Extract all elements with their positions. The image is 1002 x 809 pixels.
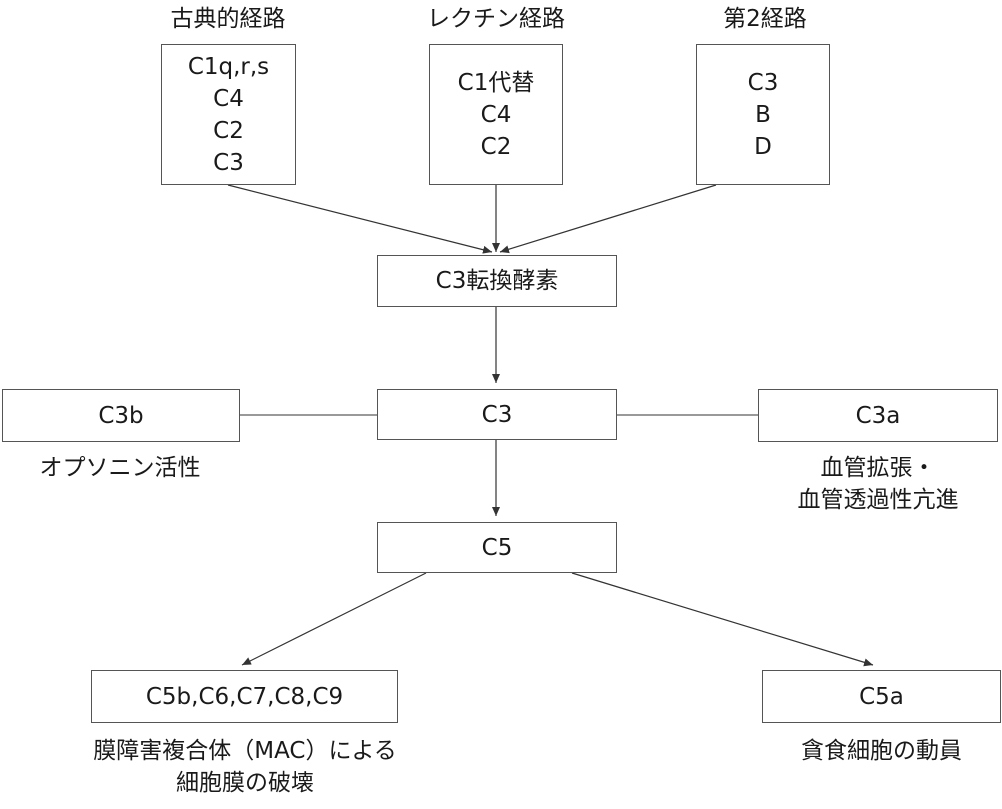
c5-label: C5 [481, 534, 513, 561]
c3b-box: C3b [2, 389, 240, 442]
lectin-pathway-title: レクチン経路 [427, 6, 565, 32]
alternative-component: C3 [747, 69, 779, 96]
c3b-effect: オプソニン活性 [39, 455, 201, 481]
c3-label: C3 [481, 401, 513, 428]
classical-component: C2 [213, 117, 244, 144]
c3a-box: C3a [758, 389, 998, 442]
c5a-effect: 貪食細胞の動員 [801, 738, 962, 764]
classical-pathway-title: 古典的経路 [170, 6, 286, 32]
c5a-box: C5a [762, 670, 1001, 723]
alternative-component: B [755, 101, 771, 128]
c3-box: C3 [377, 389, 617, 440]
alternative-component: D [754, 133, 772, 160]
c3-convertase-label: C3転換酵素 [435, 268, 559, 294]
c5a-label: C5a [859, 683, 904, 710]
mac-box: C5b,C6,C7,C8,C9 [91, 670, 398, 723]
lectin-component: C2 [480, 133, 512, 160]
c3a-effect-line1: 血管拡張・ [820, 455, 936, 481]
mac-label: C5b,C6,C7,C8,C9 [145, 683, 344, 710]
mac-effect-line2: 細胞膜の破壊 [176, 770, 314, 796]
classical-component: C4 [213, 85, 244, 112]
classical-pathway-box: C1q,r,s C4 C2 C3 [161, 44, 296, 185]
lectin-component: C4 [480, 101, 512, 128]
alternative-pathway-box: C3 B D [696, 44, 830, 185]
lectin-component: C1代替 [457, 69, 535, 96]
c5-box: C5 [377, 522, 617, 573]
c3a-effect-line2: 血管透過性亢進 [797, 487, 959, 513]
alternative-pathway-title: 第2経路 [723, 6, 807, 32]
classical-component: C1q,r,s [187, 53, 270, 80]
arrow-c5-to-mac [241, 572, 427, 666]
classical-component: C3 [213, 149, 244, 176]
arrow-c5-to-c5a [571, 572, 874, 667]
arrow-classical-to-convertase [227, 184, 493, 254]
mac-effect-line1: 膜障害複合体（MAC）による [93, 738, 397, 764]
lectin-pathway-box: C1代替 C4 C2 [429, 44, 563, 185]
c3-convertase-box: C3転換酵素 [377, 255, 617, 307]
arrow-alternative-to-convertase [499, 184, 717, 254]
c3b-label: C3b [98, 402, 144, 429]
c3a-label: C3a [855, 402, 901, 429]
